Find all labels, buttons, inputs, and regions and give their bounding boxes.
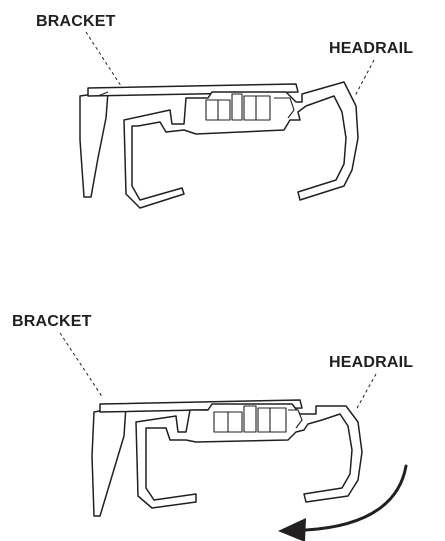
headrail-leader-line — [355, 373, 377, 411]
bracket-label: BRACKET — [12, 313, 92, 330]
bracket-leader-line — [59, 332, 104, 399]
bracket-leader-line — [85, 31, 122, 87]
headrail-label: HEADRAIL — [329, 40, 413, 57]
headrail-part — [135, 403, 363, 509]
bracket-label: BRACKET — [36, 13, 116, 30]
figure-attached: BRACKET HEADRAIL — [36, 13, 413, 209]
rotation-arrow-icon — [278, 464, 408, 541]
headrail-label: HEADRAIL — [329, 354, 413, 371]
headrail-part — [123, 81, 359, 209]
headrail-leader-line — [354, 59, 375, 97]
figure-removal: BRACKET HEADRAIL — [12, 313, 413, 541]
